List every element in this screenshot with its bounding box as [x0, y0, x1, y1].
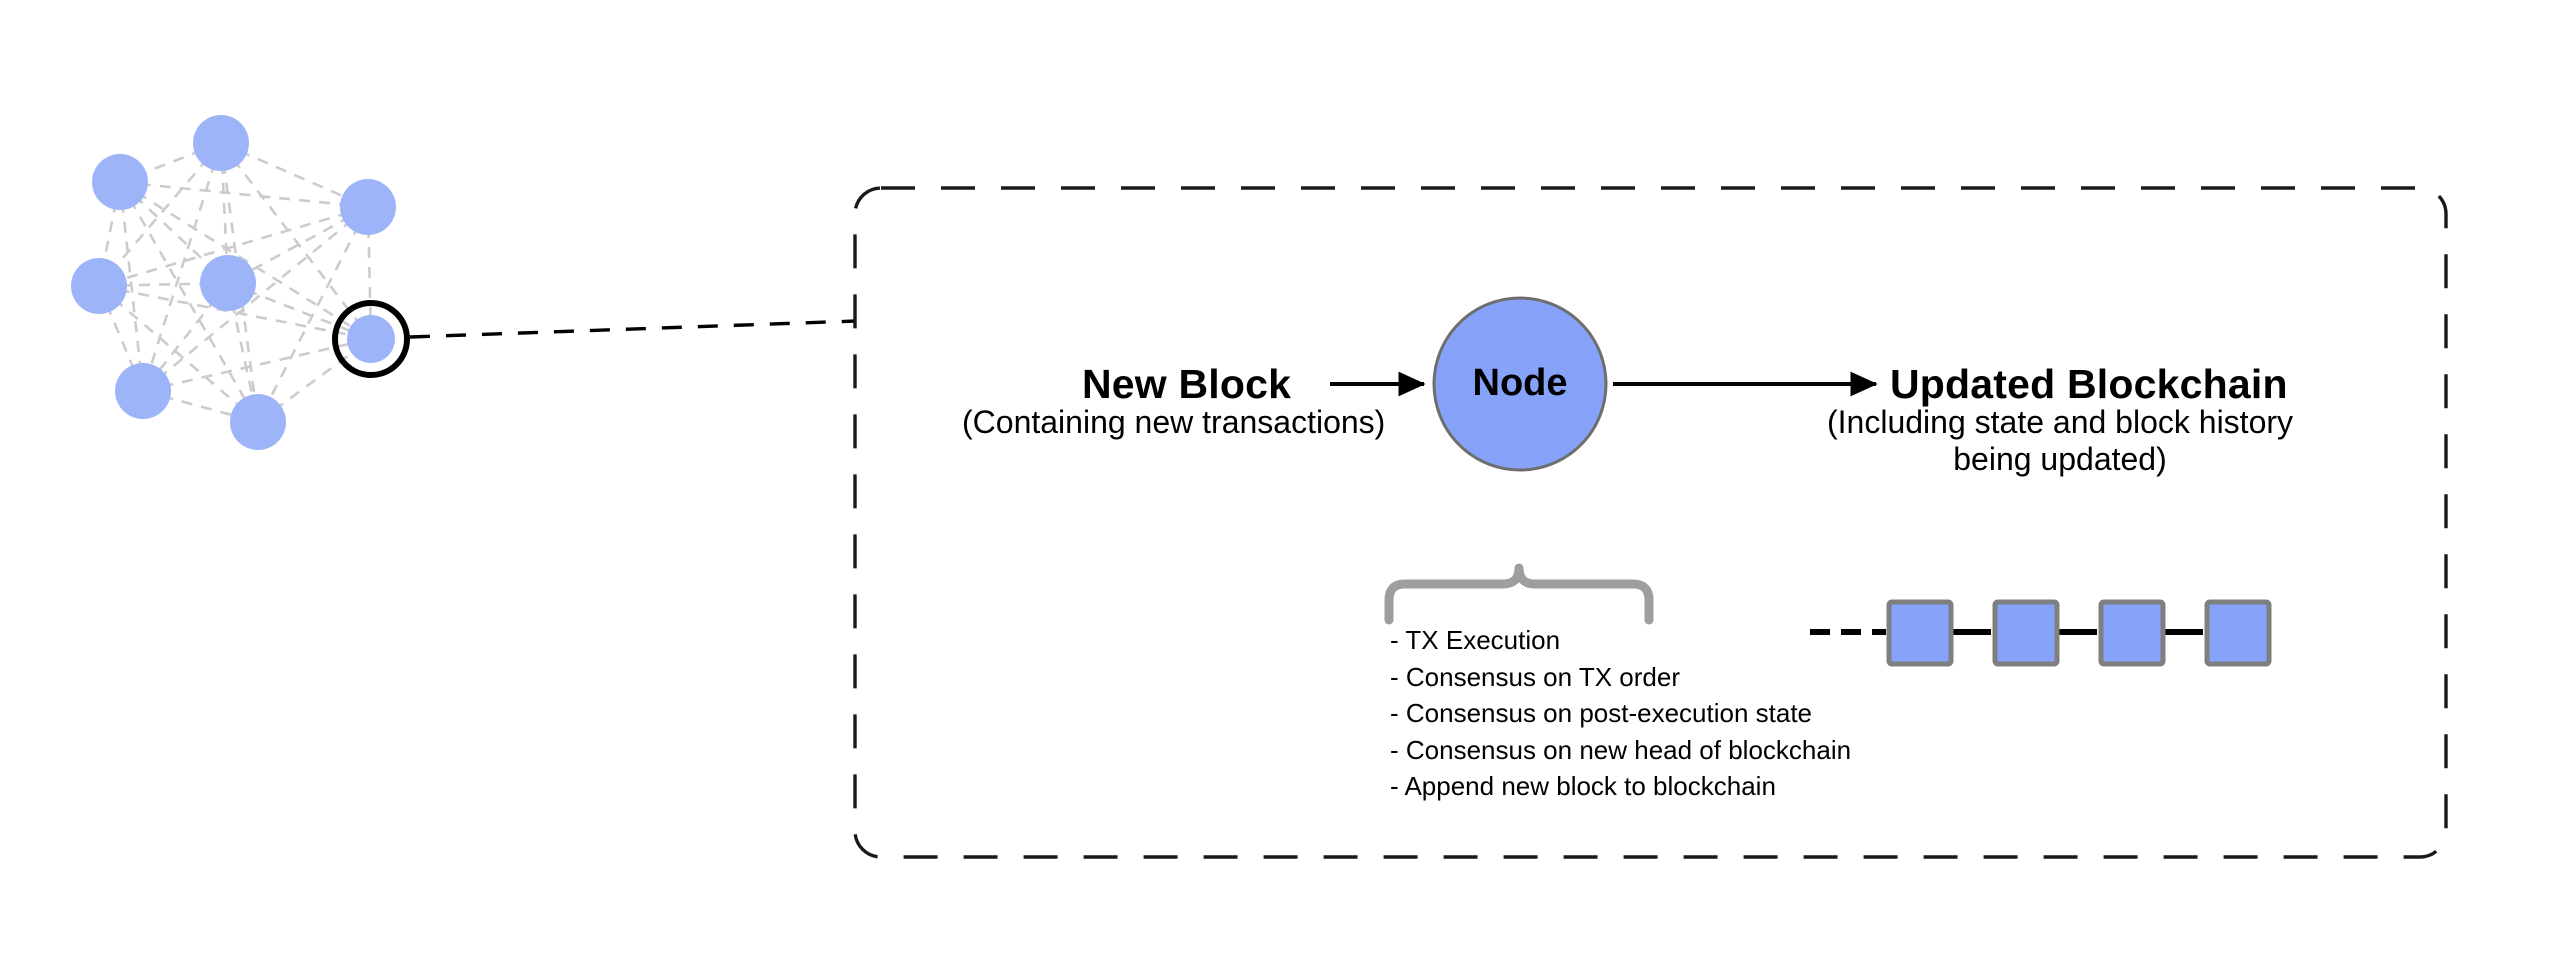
highlight-ring-icon	[332, 300, 410, 378]
blockchain-strip	[1810, 599, 2272, 667]
network-node-highlighted[interactable]	[347, 315, 395, 363]
list-item: - Consensus on new head of blockchain	[1390, 734, 1852, 765]
blockchain-blocks	[1886, 599, 2272, 667]
node-responsibilities-list: - TX Execution - Consensus on TX order -…	[1390, 622, 2090, 805]
block[interactable]	[1886, 599, 1954, 667]
list-item: - Consensus on post-execution state	[1390, 698, 1813, 728]
network-node[interactable]	[92, 154, 148, 210]
list-item: - Consensus on TX order	[1390, 661, 1680, 692]
block[interactable]	[2098, 599, 2166, 667]
network-node[interactable]	[193, 115, 249, 171]
new-block-subtitle: (Containing new transactions)	[962, 404, 1386, 440]
updated-blockchain-subtitle-line2: being updated)	[1953, 441, 2167, 477]
network-node[interactable]	[71, 258, 127, 314]
network-node[interactable]	[115, 363, 171, 419]
network-node[interactable]	[230, 394, 286, 450]
block[interactable]	[2204, 599, 2272, 667]
list-item: - TX Execution	[1390, 625, 1561, 655]
updated-blockchain-title: Updated Blockchain	[1890, 361, 2288, 407]
network-node[interactable]	[340, 179, 396, 235]
responsibilities-brace-icon	[1384, 563, 1654, 625]
node-detail-panel	[853, 186, 2448, 859]
new-block-title: New Block	[1082, 361, 1292, 407]
list-item: - Append new block to blockchain	[1390, 771, 1776, 801]
network-to-panel-connector	[409, 319, 857, 339]
block[interactable]	[1992, 599, 2060, 667]
network-nodes	[71, 115, 396, 450]
node-circle[interactable]	[1432, 296, 1608, 472]
updated-blockchain-subtitle-line1: (Including state and block history	[1826, 404, 2294, 440]
network-node[interactable]	[200, 255, 256, 311]
node-label: Node	[1472, 362, 1568, 404]
